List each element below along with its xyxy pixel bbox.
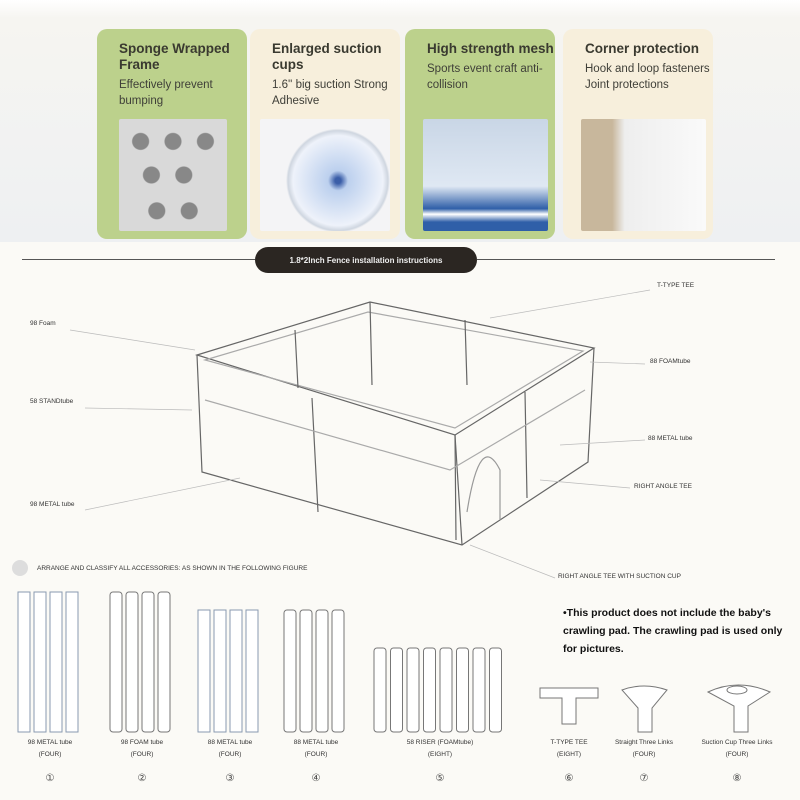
accessory-name: T-TYPE TEE (550, 739, 588, 746)
accessory-qty: (FOUR) (304, 751, 328, 758)
tube (456, 647, 469, 733)
accessory-name: Suction Cup Three Links (701, 739, 773, 746)
accessory-qty: (FOUR) (130, 751, 154, 758)
tube (299, 609, 313, 733)
tube (33, 591, 47, 733)
tube (245, 609, 259, 733)
callout-88-foam-tube: 88 FOAMtube (650, 358, 691, 365)
tube (283, 609, 297, 733)
accessory-number: ⑦ (639, 773, 649, 784)
accessory-number: ① (45, 773, 55, 784)
feature-title: High strength mesh (427, 41, 554, 56)
accessory-qty: (FOUR) (725, 751, 749, 758)
divider (477, 259, 775, 260)
accessory-name: 98 METAL tube (27, 739, 73, 746)
callout-right-angle-tee-suction: RIGHT ANGLE TEE WITH SUCTION CUP (558, 573, 681, 580)
accessory-label: Straight Three Links (FOUR) (594, 737, 694, 761)
tube (406, 647, 420, 733)
feature-title: Corner protection (585, 41, 700, 56)
suction-cup-three-links-icon (706, 684, 772, 733)
feature-card-mesh: High strength mesh Sports event craft an… (405, 29, 555, 239)
tube (197, 609, 211, 733)
tube (439, 647, 453, 733)
accessory-label: Suction Cup Three Links (FOUR) (687, 737, 787, 761)
accessory-label: T-TYPE TEE (EIGHT) (519, 737, 619, 761)
accessory-label: 58 RISER (FOAMtube) (EIGHT) (390, 737, 490, 761)
suction-cup-photo (260, 119, 390, 231)
tube (373, 647, 387, 733)
callout-right-angle-tee: RIGHT ANGLE TEE (634, 483, 692, 490)
t-type-tee-icon (539, 687, 599, 725)
tube (331, 609, 345, 733)
accessory-name: 88 METAL tube (293, 739, 339, 746)
feature-card-suction: Enlarged suction cups 1.6'' big suction … (250, 29, 400, 239)
callout-t-type-tee: T-TYPE TEE (657, 282, 695, 289)
accessory-qty: (FOUR) (632, 751, 656, 758)
tube (141, 591, 155, 733)
accessory-qty: (FOUR) (38, 751, 62, 758)
mesh-whale-photo (423, 119, 548, 231)
divider (22, 259, 255, 260)
accessory-number: ⑥ (564, 773, 574, 784)
accessory-label: 88 METAL tube (FOUR) (266, 737, 366, 761)
callout-88-metal-tube: 88 METAL tube (648, 435, 693, 442)
tube (213, 609, 227, 733)
accessory-number: ④ (311, 773, 321, 784)
tube (423, 647, 436, 733)
section-title: 1.8*2Inch Fence installation instruction… (255, 247, 477, 273)
tube (109, 591, 123, 733)
tube (229, 609, 243, 733)
callout-98-metal-tube: 98 METAL tube (30, 501, 75, 508)
callout-lines (69, 289, 651, 579)
crawling-pad-note: •This product does not include the baby'… (563, 607, 783, 655)
feature-card-corner: Corner protection Hook and loop fastener… (563, 29, 713, 239)
accessory-tubes (17, 591, 502, 733)
tube (17, 591, 31, 733)
tube (157, 591, 171, 733)
corner-photo (581, 119, 706, 231)
tube (125, 591, 139, 733)
tube (65, 591, 79, 733)
feature-desc: Hook and loop fasteners Joint protection… (585, 63, 710, 91)
accessory-qty: (EIGHT) (556, 751, 582, 758)
callout-58-stand-tube: 58 STANDtube (30, 398, 74, 405)
accessory-name: 88 METAL tube (207, 739, 253, 746)
tubes-photo (119, 119, 227, 231)
step-1-badge (12, 560, 28, 576)
tube (315, 609, 329, 733)
feature-title: Enlarged suction cups (272, 41, 382, 72)
accessory-number: ② (137, 773, 147, 784)
accessory-qty: (FOUR) (218, 751, 242, 758)
accessory-number: ③ (225, 773, 235, 784)
accessory-label: 88 METAL tube (FOUR) (180, 737, 280, 761)
step-1-text: ARRANGE AND CLASSIFY ALL ACCESSORIES: AS… (37, 565, 308, 572)
accessory-name: 58 RISER (FOAMtube) (406, 739, 474, 746)
accessory-label: 98 FOAM tube (FOUR) (92, 737, 192, 761)
tube (390, 647, 403, 733)
feature-desc: 1.6'' big suction Strong Adhesive (272, 79, 388, 107)
playpen-frame (194, 301, 596, 546)
tube (49, 591, 63, 733)
accessory-name: 98 FOAM tube (120, 739, 164, 746)
accessory-number: ⑤ (435, 773, 445, 784)
feature-desc: Sports event craft anti-collision (427, 63, 543, 91)
feature-desc: Effectively prevent bumping (119, 79, 213, 107)
accessory-number: ⑧ (732, 773, 742, 784)
accessory-qty: (EIGHT) (427, 751, 453, 758)
feature-banner: Sponge Wrapped Frame Effectively prevent… (0, 0, 800, 242)
straight-three-links-icon (621, 685, 668, 733)
accessory-name: Straight Three Links (614, 739, 674, 746)
tube (472, 647, 486, 733)
feature-title: Sponge Wrapped Frame (119, 41, 230, 72)
connectors (539, 684, 772, 733)
callout-98-foam: 98 Foam (30, 320, 56, 327)
tube (489, 647, 502, 733)
feature-card-sponge: Sponge Wrapped Frame Effectively prevent… (97, 29, 247, 239)
accessory-label: 98 METAL tube (FOUR) (0, 737, 100, 761)
